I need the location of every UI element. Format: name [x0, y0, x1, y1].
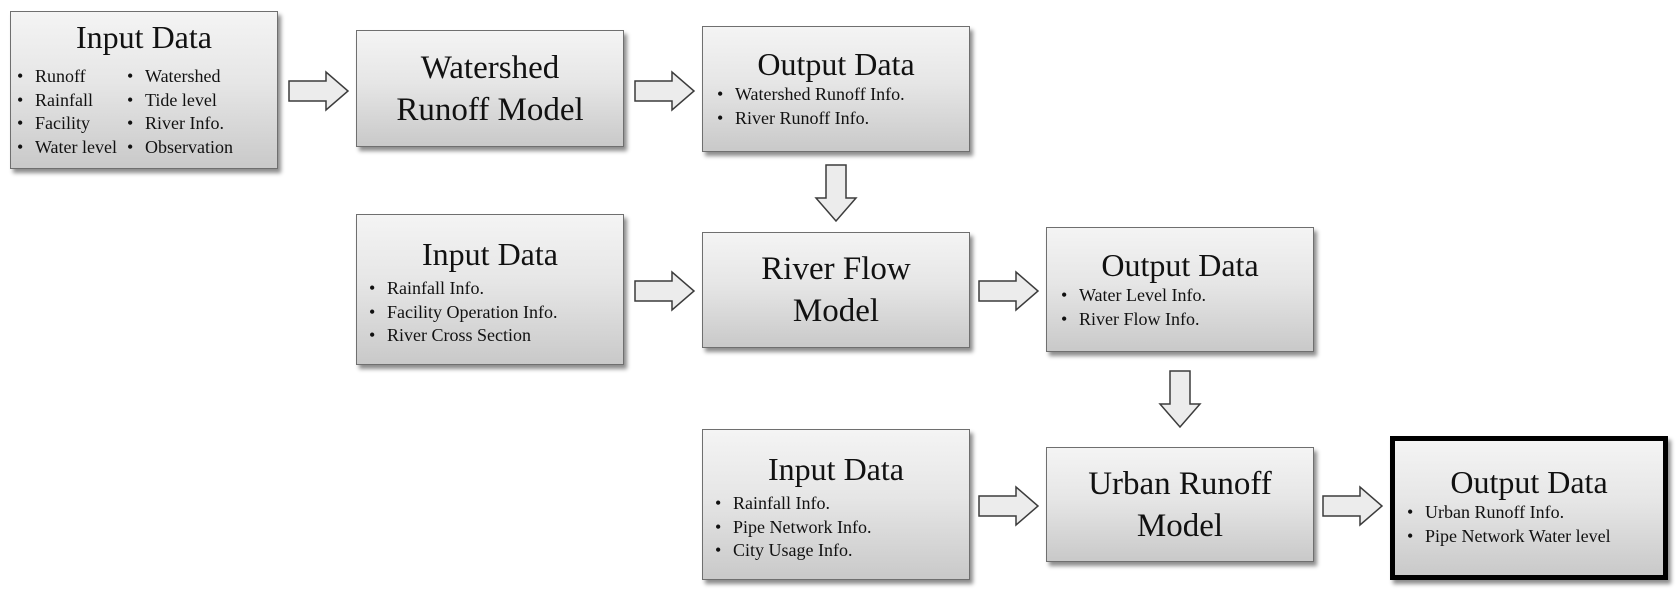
output-list: Watershed Runoff Info. River Runoff Info…	[717, 83, 905, 130]
right-arrow-icon	[978, 485, 1040, 527]
watershed-output-data-box: Output Data Watershed Runoff Info. River…	[702, 26, 970, 152]
list-item: River Flow Info.	[1061, 308, 1206, 332]
output-list: Water Level Info. River Flow Info.	[1061, 284, 1206, 331]
watershed-input-data-box: Input Data Runoff Rainfall Facility Wate…	[10, 11, 278, 169]
box-title: Output Data	[757, 46, 915, 82]
right-arrow-icon	[634, 270, 696, 312]
river-flow-model-box: River Flow Model	[702, 232, 970, 348]
list-item: Rainfall Info.	[715, 492, 871, 516]
box-title: Input Data	[422, 236, 558, 272]
list-item: Pipe Network Info.	[715, 516, 871, 540]
urban-runoff-model-box: Urban Runoff Model	[1046, 447, 1314, 562]
list-item: Facility	[17, 112, 117, 136]
list-item: River Runoff Info.	[717, 107, 905, 131]
list-item: Watershed Runoff Info.	[717, 83, 905, 107]
box-title: Output Data	[1450, 464, 1608, 500]
model-title: Urban Runoff Model	[1088, 465, 1272, 544]
input-list: Rainfall Info. Facility Operation Info. …	[369, 277, 557, 348]
list-item: Urban Runoff Info.	[1407, 501, 1611, 525]
input-list-right: Watershed Tide level River Info. Observa…	[127, 65, 233, 159]
input-columns: Runoff Rainfall Facility Water level Wat…	[17, 65, 233, 159]
down-arrow-icon	[814, 164, 858, 223]
urban-input-data-box: Input Data Rainfall Info. Pipe Network I…	[702, 429, 970, 580]
river-input-data-box: Input Data Rainfall Info. Facility Opera…	[356, 214, 624, 365]
list-item: Rainfall Info.	[369, 277, 557, 301]
right-arrow-icon	[1322, 485, 1384, 527]
river-output-data-box: Output Data Water Level Info. River Flow…	[1046, 227, 1314, 352]
output-list: Urban Runoff Info. Pipe Network Water le…	[1407, 501, 1611, 548]
right-arrow-icon	[978, 270, 1040, 312]
input-list: Rainfall Info. Pipe Network Info. City U…	[715, 492, 871, 563]
box-title: Output Data	[1101, 247, 1259, 283]
list-item: Runoff	[17, 65, 117, 89]
list-item: Water Level Info.	[1061, 284, 1206, 308]
list-item: River Cross Section	[369, 324, 557, 348]
list-item: Facility Operation Info.	[369, 301, 557, 325]
list-item: River Info.	[127, 112, 233, 136]
right-arrow-icon	[634, 70, 696, 112]
box-title: Input Data	[76, 19, 212, 55]
list-item: Pipe Network Water level	[1407, 525, 1611, 549]
final-output-data-box: Output Data Urban Runoff Info. Pipe Netw…	[1390, 436, 1668, 580]
list-item: Water level	[17, 136, 117, 160]
box-title: Input Data	[768, 451, 904, 487]
list-item: Rainfall	[17, 89, 117, 113]
list-item: Tide level	[127, 89, 233, 113]
right-arrow-icon	[288, 70, 350, 112]
down-arrow-icon	[1158, 370, 1202, 429]
watershed-runoff-model-box: Watershed Runoff Model	[356, 30, 624, 147]
list-item: City Usage Info.	[715, 539, 871, 563]
list-item: Observation	[127, 136, 233, 160]
model-title: River Flow Model	[761, 251, 911, 329]
model-title: Watershed Runoff Model	[396, 49, 584, 128]
input-list-left: Runoff Rainfall Facility Water level	[17, 65, 117, 159]
list-item: Watershed	[127, 65, 233, 89]
